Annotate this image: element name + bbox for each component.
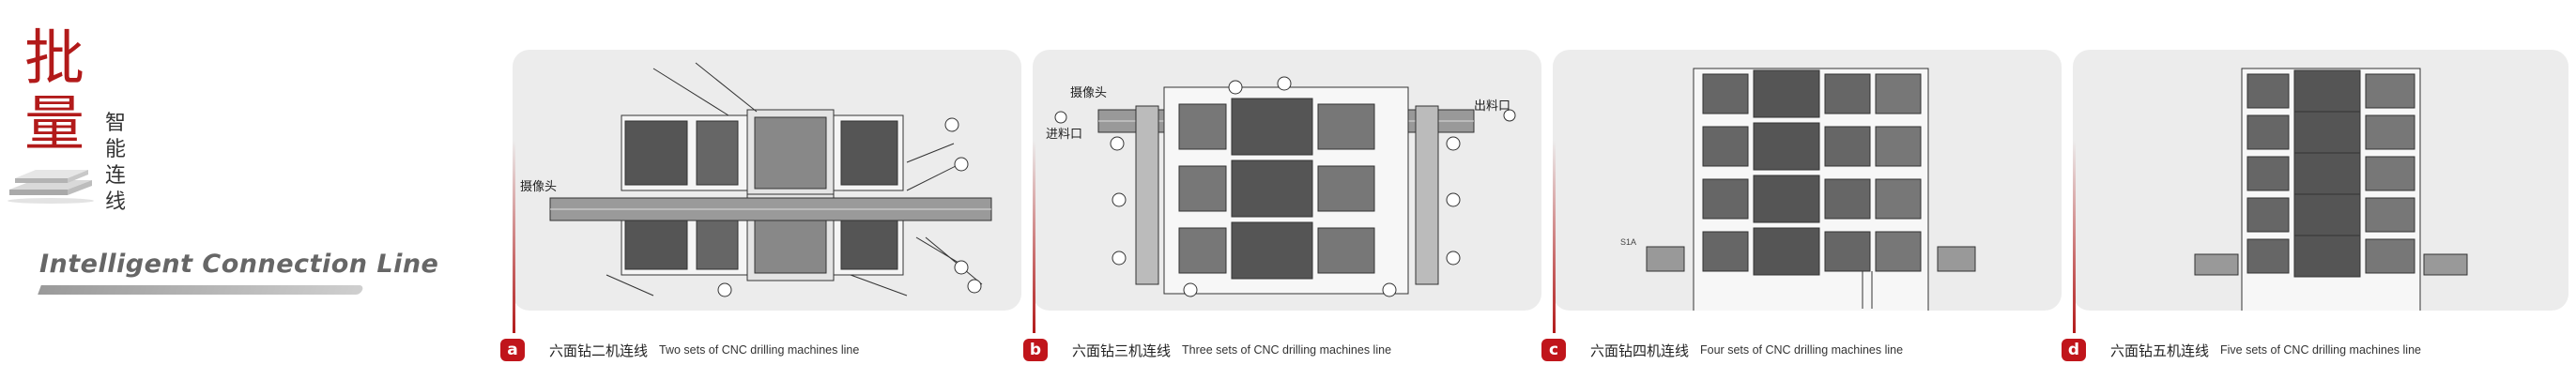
caption-b-cn: 六面钻三机连线 — [1072, 342, 1172, 359]
machine-layout-diagram-d — [2194, 68, 2468, 311]
caption-d-en: Five sets of CNC drilling machines line — [2220, 343, 2421, 357]
badge-d: d — [2062, 339, 2086, 361]
caption-c: c 六面钻四机连线 Four sets of CNC drilling mach… — [1541, 336, 1903, 364]
panel-c: S1A — [1553, 50, 2062, 311]
caption-c-cn: 六面钻四机连线 — [1590, 342, 1690, 359]
machine-layout-diagram-b: 摄像头 进料口 出料口 — [1046, 76, 1516, 297]
brand-title-char-1: 批 — [24, 24, 84, 94]
caption-b: b 六面钻三机连线 Three sets of CNC drilling mac… — [1023, 336, 1391, 364]
panel-d-accent — [2073, 141, 2076, 333]
panel-b: 摄像头 进料口 出料口 — [1033, 50, 1541, 311]
camera-label-b: 摄像头 — [1070, 86, 1107, 100]
badge-a: a — [500, 339, 525, 361]
caption-d-cn: 六面钻五机连线 — [2110, 342, 2210, 359]
brand-subtitle-char-4: 线 — [105, 190, 127, 214]
caption-a-cn: 六面钻二机连线 — [549, 342, 649, 359]
badge-b: b — [1023, 339, 1048, 361]
camera-label-a: 摄像头 — [520, 180, 557, 194]
brand-subtitle-char-2: 能 — [105, 138, 127, 161]
caption-a-en: Two sets of CNC drilling machines line — [659, 343, 860, 357]
brand-title-char-2: 量 — [24, 90, 84, 160]
brand-subtitle-char-3: 连 — [105, 164, 127, 188]
caption-d: d 六面钻五机连线 Five sets of CNC drilling mach… — [2062, 336, 2421, 364]
panel-c-accent — [1553, 141, 1556, 333]
line-marker-c: S1A — [1620, 237, 1636, 247]
caption-b-en: Three sets of CNC drilling machines line — [1182, 343, 1392, 357]
machine-layout-diagram-c: S1A — [1620, 68, 1976, 311]
brand-subtitle-char-1: 智 — [105, 112, 127, 135]
infeed-label: 进料口 — [1046, 128, 1082, 142]
machine-layout-diagram-a: 摄像头 — [520, 62, 992, 297]
brand-underline — [38, 285, 364, 295]
caption-a: a 六面钻二机连线 Two sets of CNC drilling machi… — [500, 336, 859, 364]
panel-a: 摄像头 — [513, 50, 1021, 311]
brand-title-en: Intelligent Connection Line — [39, 250, 439, 279]
stacked-boards-icon — [8, 170, 94, 204]
badge-c: c — [1541, 339, 1566, 361]
panel-d — [2073, 50, 2568, 311]
panel-a-accent — [513, 141, 515, 333]
brand-title-cn: 批 量 — [24, 26, 109, 158]
brand-block: 批 量 智 能 连 线 Intelligent Connection Line — [0, 0, 488, 380]
outfeed-label: 出料口 — [1474, 99, 1510, 114]
caption-c-en: Four sets of CNC drilling machines line — [1700, 343, 1904, 357]
brand-subtitle-cn: 智 能 连 线 — [105, 111, 130, 216]
panel-b-accent — [1033, 141, 1035, 333]
